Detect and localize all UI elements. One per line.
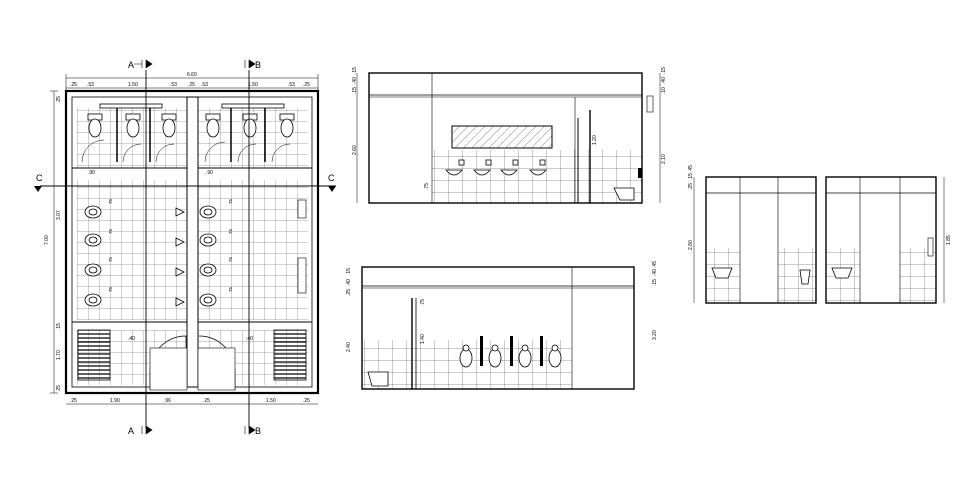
dimension-label: .25 <box>303 398 310 404</box>
dimension-label: .40 <box>352 77 358 84</box>
dimension-label: 1.20 <box>592 135 598 145</box>
dimension-label: .25 <box>70 398 77 404</box>
elev-bottom-dims-inner: 1.40 .75 <box>420 299 426 344</box>
dimension-label: .96 <box>164 398 171 404</box>
dimension-label: .45 <box>652 261 658 268</box>
dimension-label: .25 <box>70 82 77 88</box>
plan-dim-left-total: 7.00 <box>44 235 50 245</box>
dimension-label: .25 <box>188 82 195 88</box>
dimension-label: .53 <box>170 82 177 88</box>
dimension-label: .10 <box>661 87 667 94</box>
marker-c-right: C <box>328 173 335 183</box>
dimension-label: 75 <box>228 198 233 204</box>
elev-top-dims-left: 2.60 .15 .40 .15 <box>352 67 358 155</box>
elev-bottom-dims-left: 2.40 .25 .40 .15 <box>346 268 352 352</box>
elev-top-toilet <box>613 187 635 201</box>
dimension-label: .53 <box>201 82 208 88</box>
dimension-label: .15 <box>56 323 62 330</box>
dimension-label: .25 <box>688 183 694 190</box>
marker-a-bottom: A <box>128 426 134 436</box>
dimension-label: 1.40 <box>420 334 426 344</box>
dimension-label: .75 <box>424 183 430 190</box>
dimension-label: 2.60 <box>352 145 358 155</box>
dimension-label: 3.20 <box>652 330 658 340</box>
plan-washbasins <box>84 205 217 307</box>
dimension-label: 1.50 <box>248 82 258 88</box>
plan-dim-left-lower: 1.70 <box>56 350 62 360</box>
dimension-label: .15 <box>661 67 667 74</box>
elev-top-wall-tiles <box>432 150 642 203</box>
elev-top-dims-inner: 1.20 .75 <box>424 135 598 190</box>
elevation-section-top: 2.60 .15 .40 .15 2.10 .10 .40 .15 1.20 .75 <box>352 67 667 204</box>
dimension-label: 75 <box>228 228 233 234</box>
dimension-label: .40 <box>346 279 352 286</box>
plan-stairs-right <box>273 329 307 381</box>
dimension-label: .40 <box>128 336 135 342</box>
dimension-label: .25 <box>56 96 62 103</box>
elev-top-basins <box>445 159 547 176</box>
elev-top-mirror <box>451 125 553 149</box>
elev-top-dims-right: 2.10 .10 .40 .15 <box>661 67 667 164</box>
plan-outer-wall <box>64 89 320 395</box>
dimension-label: .25 <box>56 385 62 392</box>
dimension-label: 75 <box>108 228 113 234</box>
marker-a-top: A <box>128 60 134 70</box>
plan-dim-top-total: 6.60 <box>187 72 197 78</box>
dimension-label: 1.50 <box>266 398 276 404</box>
plan-dims-bottom: .25 1.90 .96 .25 1.50 .25 <box>70 398 310 404</box>
floor-plan: A B A B C C 6.60 .25 .53 1.50 .53 .25 .53 1.50… <box>34 59 336 436</box>
plan-dim-left-upper: 3.07 <box>56 210 62 220</box>
dimension-label: 1.50 <box>128 82 138 88</box>
dimension-label: 75 <box>108 286 113 292</box>
dimension-label: .15 <box>352 67 358 74</box>
dimension-label: .15 <box>352 87 358 94</box>
dimension-label: .25 <box>303 82 310 88</box>
dimension-label: .90 <box>206 170 213 176</box>
plan-grid-labels: 75 75 75 75 75 75 75 75 <box>108 198 233 292</box>
dimension-label: 75 <box>108 256 113 262</box>
dimension-label: 2.40 <box>346 342 352 352</box>
plan-urinals <box>175 207 185 307</box>
dimension-label: 75 <box>228 286 233 292</box>
elevation-section-right: 2.80 .25 .15.45 1.85 <box>688 165 952 304</box>
dimension-label: .25 <box>346 289 352 296</box>
dimension-label: .53 <box>288 82 295 88</box>
marker-b-top: B <box>255 60 261 70</box>
elev-bottom-urinals <box>459 344 562 368</box>
plan-dims-left-small: .25 .15 .25 <box>56 96 62 392</box>
dimension-label: .15 <box>652 279 658 286</box>
dimension-label: .15 <box>346 268 352 275</box>
plan-stairs-left <box>77 329 111 381</box>
plan-dims-inner: .90 .90 .40 .40 <box>88 170 253 342</box>
plan-toilets <box>87 113 295 138</box>
dimension-label: 2.10 <box>661 154 667 164</box>
plan-floor-tiles-right <box>198 180 308 320</box>
dimension-label: 2.80 <box>688 240 694 250</box>
elev-bottom-dims-right: 3.20 .15 .40.45 <box>652 261 658 340</box>
marker-c-left: C <box>36 173 43 183</box>
plan-dims-top: .25 .53 1.50 .53 .25 .53 1.50 .53 .25 <box>70 82 310 88</box>
dimension-label: .40 <box>246 336 253 342</box>
elev-bottom-toilet <box>367 371 389 387</box>
dimension-label: .53 <box>87 82 94 88</box>
elev-right-dims-right: 1.85 <box>946 235 952 245</box>
dimension-label: .75 <box>420 299 426 306</box>
elev-right-dims-left: 2.80 .25 .15.45 <box>688 165 694 250</box>
dimension-label: .40 <box>652 269 658 276</box>
dimension-label: 75 <box>108 198 113 204</box>
dimension-label: .45 <box>688 165 694 172</box>
marker-b-bottom: B <box>255 426 261 436</box>
dimension-label: 1.90 <box>110 398 120 404</box>
dimension-label: 75 <box>228 256 233 262</box>
elevation-section-bottom: 2.40.25.40.15 3.20.15.40.45 1.40.75 <box>346 261 658 390</box>
dimension-label: .25 <box>203 398 210 404</box>
dimension-label: .40 <box>661 77 667 84</box>
dimension-label: 1.85 <box>946 235 952 245</box>
dimension-label: .90 <box>88 170 95 176</box>
dimension-label: .15 <box>688 173 694 180</box>
